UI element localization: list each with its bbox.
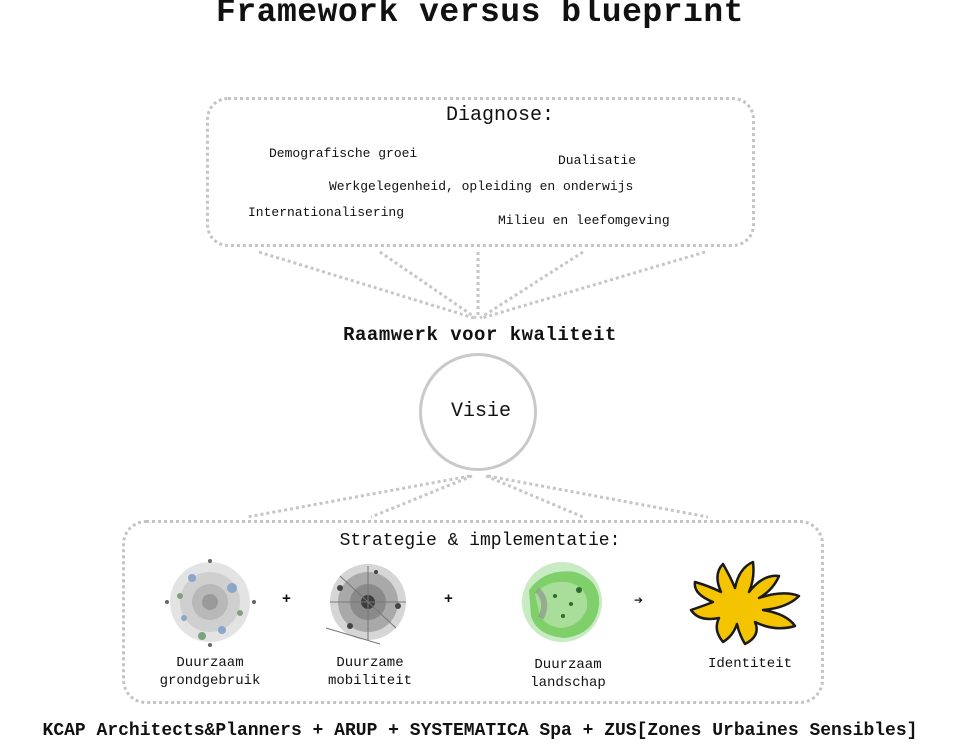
connector-line: [487, 474, 709, 519]
diagnosis-item: Milieu en leefomgeving: [498, 213, 670, 228]
component-label: Duurzaam grondgebruik: [159, 655, 261, 689]
diagnosis-item: Werkgelegenheid, opleiding en onderwijs: [329, 179, 634, 194]
diagnosis-item: Dualisatie: [558, 153, 637, 168]
diagnosis-item: Internationalisering: [248, 205, 405, 220]
diagnosis-title: Diagnose:: [445, 104, 555, 127]
mobility-map-icon: [325, 564, 406, 645]
arrow-operator: ➔: [634, 593, 644, 610]
credits-footer: KCAP Architects&Planners + ARUP + SYSTEM…: [42, 721, 918, 741]
component-label: Duurzaam landschap: [530, 657, 606, 691]
connector-line: [479, 250, 584, 320]
diagnosis-box: [206, 97, 755, 247]
framework-title: Raamwerk voor kwaliteit: [343, 324, 617, 346]
land-use-map-icon: [165, 559, 256, 647]
plus-operator: +: [444, 591, 454, 608]
connector-line: [379, 250, 477, 320]
component-label: Identiteit: [707, 656, 792, 672]
landscape-map-icon: [522, 562, 602, 642]
connector-line: [485, 474, 584, 519]
connector-line: [258, 250, 475, 320]
vision-label: Visie: [450, 400, 511, 423]
connector-line: [481, 250, 706, 320]
page-title: Framework versus blueprint: [216, 0, 744, 31]
connector-line: [370, 474, 473, 519]
connector-line: [246, 474, 471, 519]
component-label: Duurzame mobiliteit: [327, 655, 412, 689]
strategy-title: Strategie & implementatie:: [339, 531, 621, 551]
identity-blob-icon: [689, 560, 801, 646]
vision-circle: [419, 353, 537, 471]
plus-operator: +: [282, 591, 292, 608]
strategy-box: [122, 520, 824, 704]
diagnosis-item: Demografische groei: [269, 146, 418, 161]
